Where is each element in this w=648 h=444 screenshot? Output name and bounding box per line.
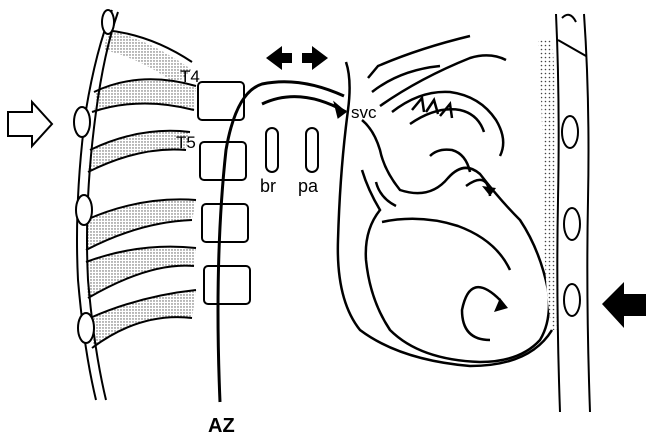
right-wall-inner bbox=[584, 14, 590, 412]
right-rib-line-1 bbox=[558, 40, 586, 56]
great-vessel-3 bbox=[380, 55, 506, 106]
aortic-arch-inner bbox=[410, 109, 484, 132]
left-chest-wall bbox=[74, 10, 196, 400]
label-br: br bbox=[260, 176, 276, 196]
heart-and-great-vessels bbox=[338, 36, 552, 366]
br-pa-structures bbox=[266, 128, 318, 172]
label-t4: T4 bbox=[180, 67, 200, 86]
heart-septum bbox=[382, 219, 510, 270]
right-wall-outer bbox=[556, 14, 560, 412]
rib-shade-1 bbox=[104, 30, 192, 84]
label-t5: T5 bbox=[176, 133, 196, 152]
heart-inner-2 bbox=[376, 182, 396, 206]
right-chest-wall bbox=[538, 14, 590, 412]
pulmonary-artery-oval bbox=[306, 128, 318, 172]
rib-head-3 bbox=[76, 195, 92, 225]
rib-head-1 bbox=[102, 10, 114, 34]
vertebral-bodies bbox=[198, 82, 250, 304]
double-headed-arrow-icon bbox=[266, 46, 328, 70]
right-wall-top bbox=[562, 15, 576, 22]
aortic-arch bbox=[392, 92, 503, 156]
hollow-right-arrow-icon bbox=[8, 102, 52, 146]
label-pa: pa bbox=[298, 176, 319, 196]
vertebra-t6 bbox=[202, 204, 248, 242]
label-svc: svc bbox=[351, 103, 377, 122]
rib-head-2 bbox=[74, 107, 90, 137]
rib-head-4 bbox=[78, 313, 94, 343]
right-rib-oval-3 bbox=[564, 284, 580, 316]
great-vessel-top bbox=[368, 36, 470, 78]
vertebra-t7 bbox=[204, 266, 250, 304]
pulm-detail-1 bbox=[412, 98, 424, 112]
right-rib-oval-1 bbox=[562, 116, 578, 148]
label-az: AZ bbox=[208, 415, 235, 437]
heart-flow-arrows bbox=[462, 180, 508, 340]
azygos-arch-arrow bbox=[262, 97, 346, 118]
right-rib-oval-2 bbox=[564, 208, 580, 240]
solid-left-arrow-icon bbox=[602, 282, 646, 328]
vertebra-t4 bbox=[198, 82, 244, 120]
bronchus-oval bbox=[266, 128, 278, 172]
heart-outline bbox=[362, 120, 549, 362]
